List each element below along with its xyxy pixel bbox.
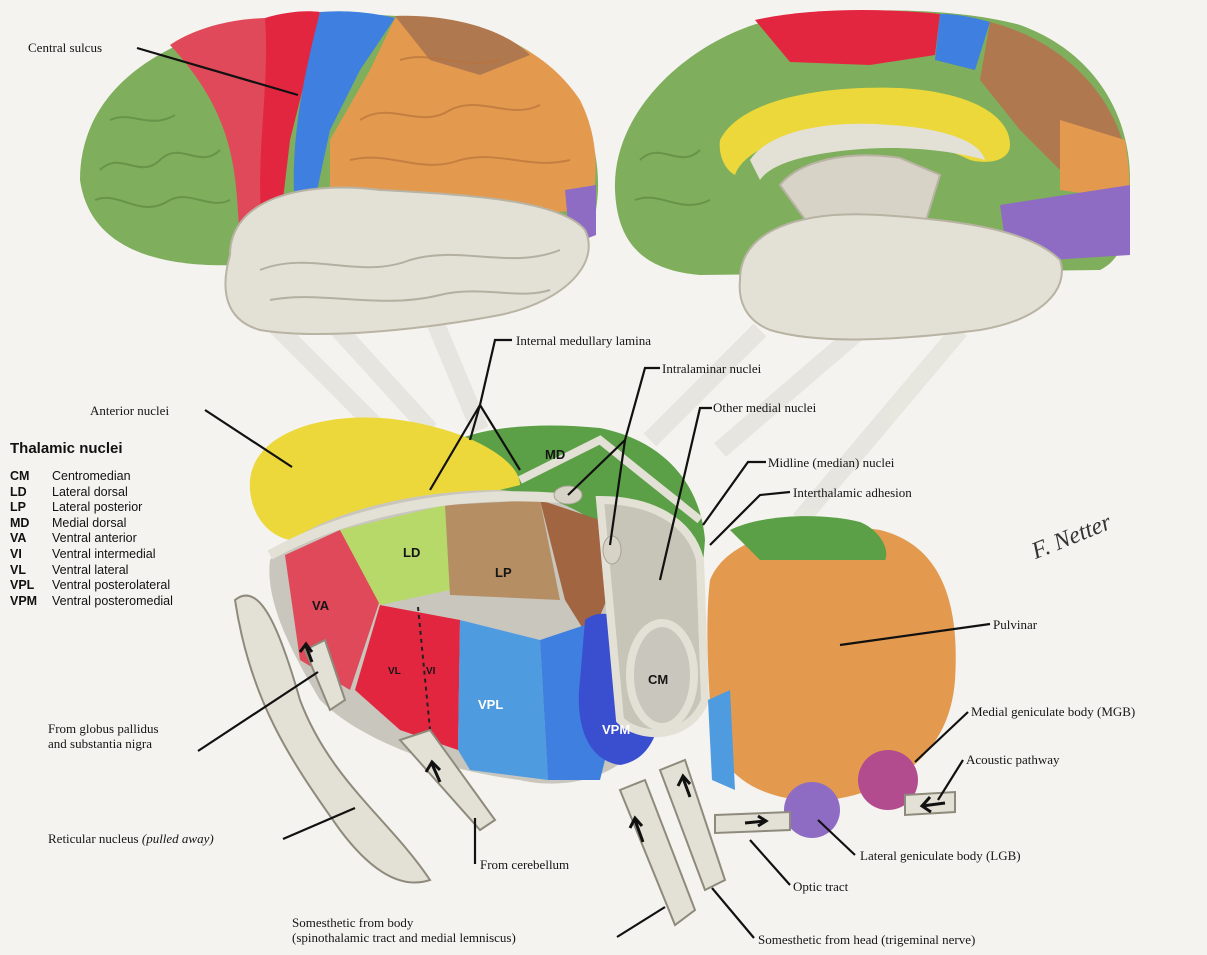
key-title: Thalamic nuclei bbox=[10, 440, 173, 457]
key-name: Lateral dorsal bbox=[52, 485, 128, 499]
label-pulvinar: Pulvinar bbox=[993, 617, 1037, 632]
region-label-md: MD bbox=[545, 447, 565, 462]
label-acoustic-pathway: Acoustic pathway bbox=[966, 752, 1060, 767]
region-label-vpm: VPM bbox=[602, 722, 630, 737]
label-medial-geniculate-body: Medial geniculate body (MGB) bbox=[971, 704, 1135, 719]
label-internal-medullary-lamina: Internal medullary lamina bbox=[516, 333, 651, 348]
region-label-cm: CM bbox=[648, 672, 668, 687]
label-intralaminar-nuclei: Intralaminar nuclei bbox=[662, 361, 761, 376]
label-somesthetic-body-line1: Somesthetic from body bbox=[292, 915, 516, 930]
label-from-globus-pallidus-line1: From globus pallidus bbox=[48, 721, 159, 736]
region-label-vl: VL bbox=[388, 664, 401, 679]
key-name: Medial dorsal bbox=[52, 516, 126, 530]
label-from-globus-pallidus-line2: and substantia nigra bbox=[48, 736, 159, 751]
label-reticular-nucleus-note: (pulled away) bbox=[142, 831, 214, 846]
region-label-lp: LP bbox=[495, 565, 512, 580]
label-midline-nuclei: Midline (median) nuclei bbox=[768, 455, 894, 470]
key-abbr: VPL bbox=[10, 578, 52, 594]
medial-brain bbox=[615, 10, 1130, 339]
key-name: Ventral intermedial bbox=[52, 547, 156, 561]
label-from-globus-pallidus: From globus pallidus and substantia nigr… bbox=[48, 721, 159, 751]
label-reticular-nucleus: Reticular nucleus (pulled away) bbox=[48, 831, 214, 846]
key-abbr: CM bbox=[10, 469, 52, 485]
key-abbr: LP bbox=[10, 500, 52, 516]
key-name: Centromedian bbox=[52, 469, 131, 483]
key-name: Ventral anterior bbox=[52, 531, 137, 545]
lateral-brain bbox=[80, 11, 598, 334]
label-anterior-nuclei: Anterior nuclei bbox=[90, 403, 169, 418]
key-abbr: MD bbox=[10, 516, 52, 532]
label-central-sulcus: Central sulcus bbox=[28, 40, 102, 55]
label-somesthetic-body-line2: (spinothalamic tract and medial lemniscu… bbox=[292, 930, 516, 945]
region-label-va: VA bbox=[312, 598, 329, 613]
key-abbr: VL bbox=[10, 563, 52, 579]
label-other-medial-nuclei: Other medial nuclei bbox=[713, 400, 816, 415]
key-name: Lateral posterior bbox=[52, 500, 142, 514]
key-abbr: VI bbox=[10, 547, 52, 563]
key-name: Ventral lateral bbox=[52, 563, 128, 577]
key-abbr: LD bbox=[10, 485, 52, 501]
key-abbr: VPM bbox=[10, 594, 52, 610]
label-from-cerebellum: From cerebellum bbox=[480, 857, 569, 872]
label-reticular-nucleus-text: Reticular nucleus bbox=[48, 831, 139, 846]
key-name: Ventral posteromedial bbox=[52, 594, 173, 608]
label-lateral-geniculate-body: Lateral geniculate body (LGB) bbox=[860, 848, 1021, 863]
label-optic-tract: Optic tract bbox=[793, 879, 848, 894]
label-somesthetic-from-head: Somesthetic from head (trigeminal nerve) bbox=[758, 932, 975, 947]
key-abbr: VA bbox=[10, 531, 52, 547]
label-interthalamic-adhesion: Interthalamic adhesion bbox=[793, 485, 912, 500]
key-name: Ventral posterolateral bbox=[52, 578, 170, 592]
label-somesthetic-from-body: Somesthetic from body (spinothalamic tra… bbox=[292, 915, 516, 945]
region-label-vi: VI bbox=[426, 664, 435, 679]
region-label-ld: LD bbox=[403, 545, 420, 560]
region-label-vpl: VPL bbox=[478, 697, 503, 712]
